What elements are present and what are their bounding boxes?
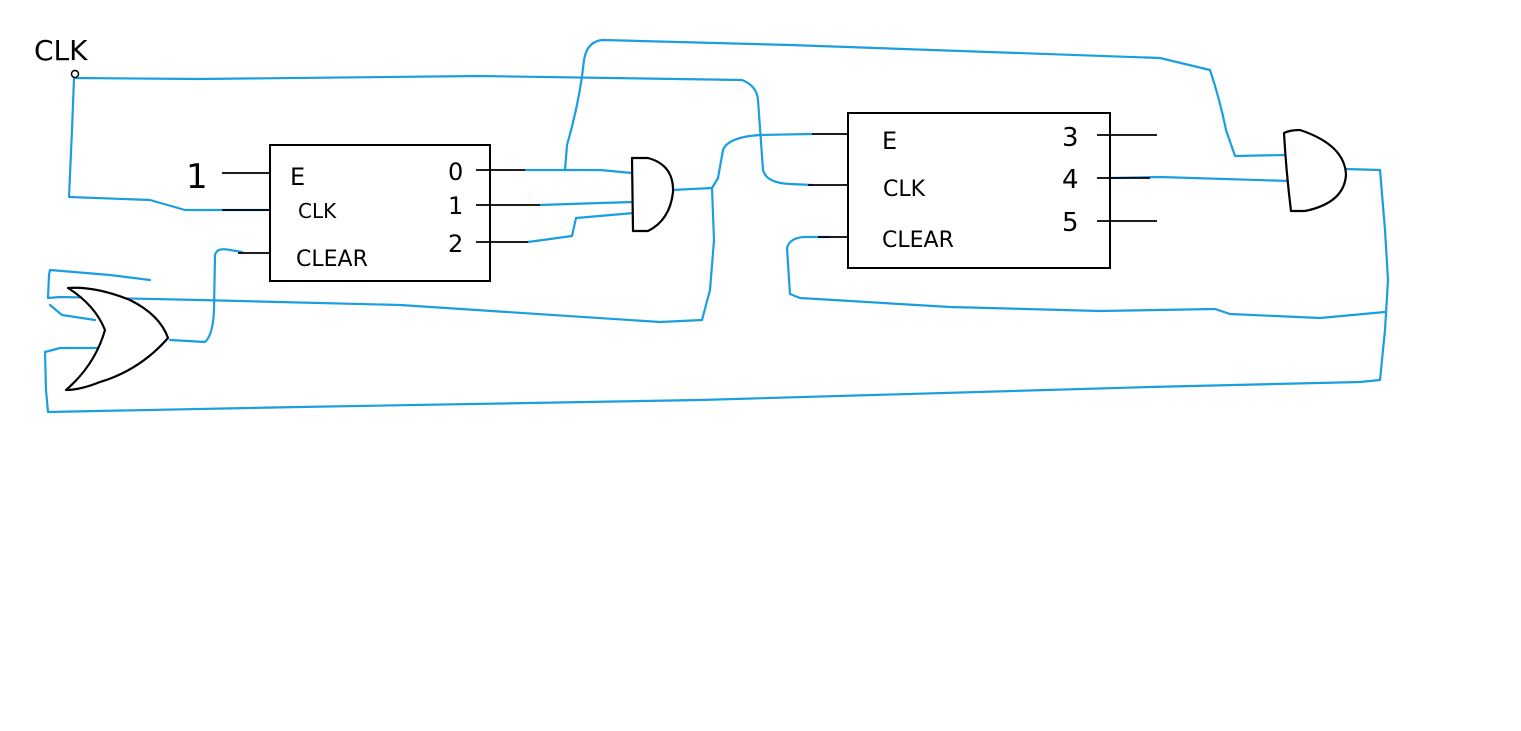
and-gate-2 xyxy=(1282,128,1348,213)
clk-source-node xyxy=(70,69,80,79)
wire-and2-output xyxy=(43,167,1390,414)
counter2-clk-label: CLK xyxy=(883,177,926,202)
counter2-e-label: E xyxy=(882,127,897,155)
wires xyxy=(43,38,1390,414)
counter2-box xyxy=(847,112,1111,269)
counter1-out0-label: 0 xyxy=(448,158,463,186)
counter2-out5-label: 5 xyxy=(1062,208,1079,238)
counter1-out1-label: 1 xyxy=(448,192,463,220)
counter1-clk-label: CLK xyxy=(298,199,337,223)
clk-source-label: CLK xyxy=(34,34,88,67)
counter2-out3-label: 3 xyxy=(1062,123,1079,153)
wire-and1-loop xyxy=(46,186,716,324)
wire-q1-to-and1 xyxy=(538,200,636,207)
counter2-out4-label: 4 xyxy=(1062,165,1079,195)
counter1-e-label: E xyxy=(290,163,305,191)
counter1: E CLK CLEAR 0 1 2 xyxy=(222,144,540,282)
counter1-clear-label: CLEAR xyxy=(296,247,368,272)
constant-one-label: 1 xyxy=(186,157,208,197)
wire-clk-main xyxy=(72,74,814,187)
wire-clk-to-counter1 xyxy=(67,76,270,212)
wire-or-to-clear1 xyxy=(168,248,244,344)
counter1-out2-label: 2 xyxy=(448,230,463,258)
or-gate xyxy=(64,286,170,392)
wire-q0-to-and2 xyxy=(563,38,1287,172)
wire-q0-to-and1 xyxy=(523,168,634,175)
counter2: E CLK CLEAR 3 4 5 xyxy=(808,112,1157,269)
wire-and2-to-clear2 xyxy=(785,235,1387,320)
counter2-clear-label: CLEAR xyxy=(882,228,954,253)
and-gate-1 xyxy=(630,156,675,233)
counter1-box xyxy=(269,144,491,282)
wire-and1-to-counter2-e xyxy=(670,132,814,192)
wire-q2-to-and1 xyxy=(526,211,636,244)
wire-or-input-top xyxy=(48,303,97,322)
